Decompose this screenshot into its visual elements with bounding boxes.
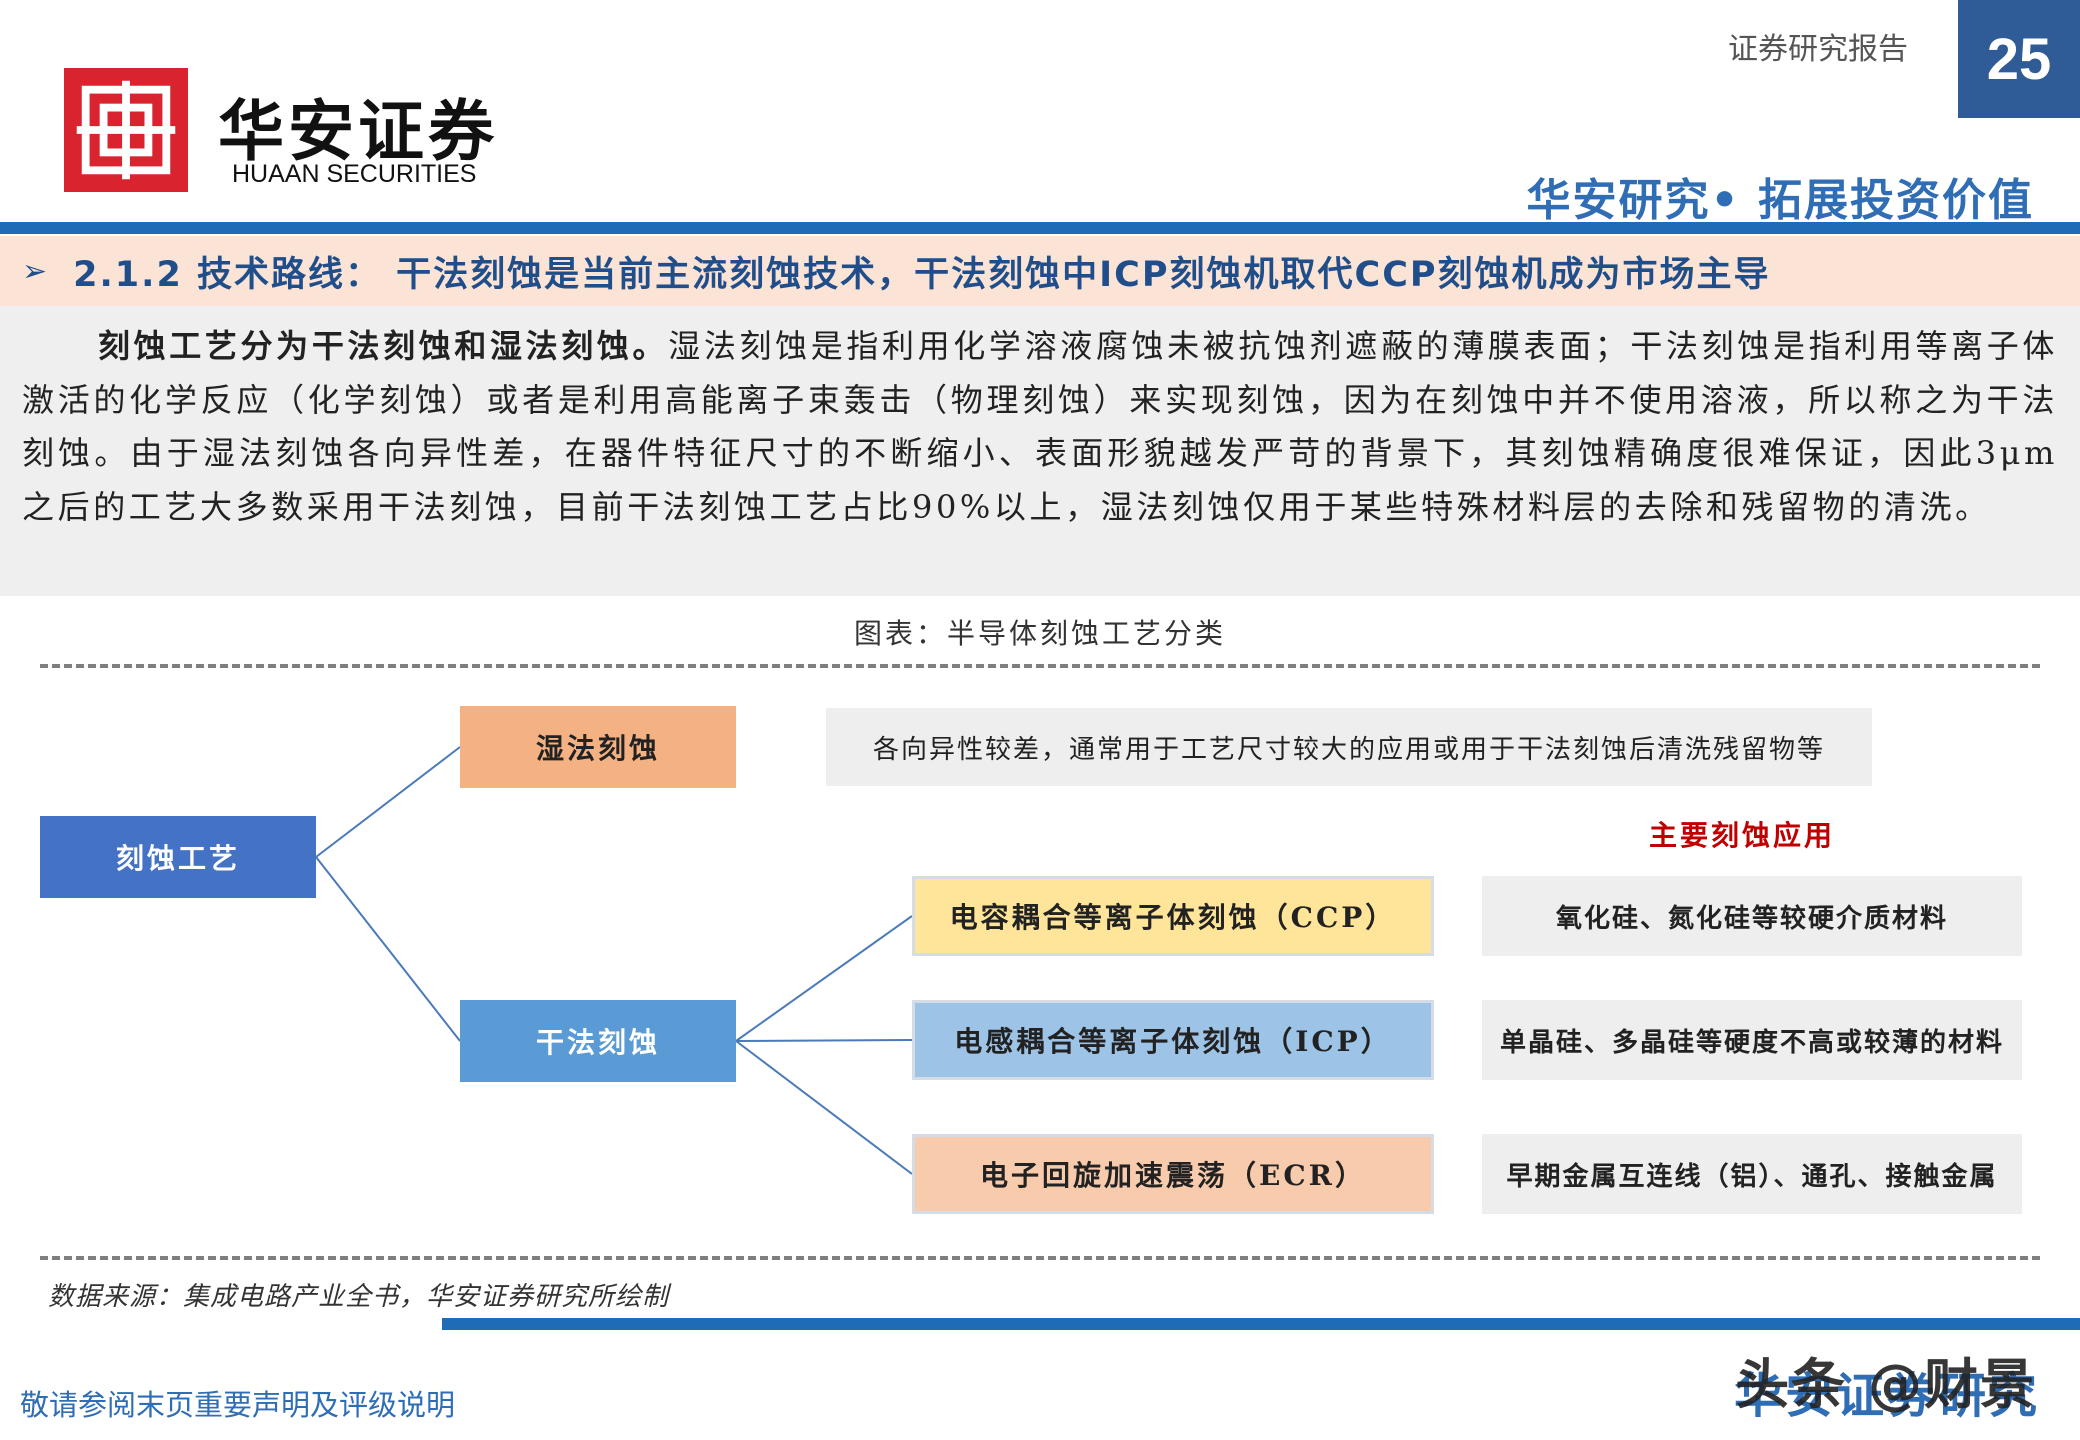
node-dry-etching: 干法刻蚀 [460, 1000, 736, 1082]
body-text: 湿法刻蚀是指利用化学溶液腐蚀未被抗蚀剂遮蔽的薄膜表面；干法刻蚀是指利用等离子体激… [22, 327, 2059, 526]
ecr-application: 早期金属互连线（铝）、通孔、接触金属 [1482, 1134, 2022, 1214]
company-logo [64, 68, 188, 192]
figure-source: 数据来源：集成电路产业全书，华安证券研究所绘制 [48, 1282, 670, 1312]
body-paragraph: 刻蚀工艺分为干法刻蚀和湿法刻蚀。湿法刻蚀是指利用化学溶液腐蚀未被抗蚀剂遮蔽的薄膜… [22, 320, 2058, 534]
page-number: 25 [1958, 0, 2080, 118]
section-title: 2.1.2 技术路线： 干法刻蚀是当前主流刻蚀技术，干法刻蚀中ICP刻蚀机取代C… [73, 254, 1771, 295]
figure-top-divider [40, 664, 2040, 668]
node-ecr: 电子回旋加速震荡（ECR） [912, 1134, 1434, 1214]
section-heading: ➢ 2.1.2 技术路线： 干法刻蚀是当前主流刻蚀技术，干法刻蚀中ICP刻蚀机取… [0, 236, 2080, 306]
node-icp: 电感耦合等离子体刻蚀（ICP） [912, 1000, 1434, 1080]
node-ccp: 电容耦合等离子体刻蚀（CCP） [912, 876, 1434, 956]
logo-emblem-icon [70, 74, 182, 186]
brand-name-cn: 华安证券 [218, 92, 498, 170]
watermark: 头条 @财景 [1735, 1353, 2036, 1416]
figure-title: 图表：半导体刻蚀工艺分类 [853, 617, 1226, 650]
node-wet-etching: 湿法刻蚀 [460, 706, 736, 788]
disclaimer-link[interactable]: 敬请参阅末页重要声明及评级说明 [20, 1388, 456, 1422]
connector-dry-ecr [735, 1040, 913, 1175]
footer-brand: 华安证券研究 [1733, 1368, 2040, 1424]
icp-application: 单晶硅、多晶硅等硬度不高或较薄的材料 [1482, 1000, 2022, 1080]
wet-etching-description: 各向异性较差，通常用于工艺尺寸较大的应用或用于干法刻蚀后清洗残留物等 [826, 708, 1872, 786]
connector-root-dry [315, 856, 461, 1042]
slogan: 华安研究• 拓展投资价值 [1526, 175, 2034, 226]
report-type: 证券研究报告 [1728, 32, 1908, 67]
body-paragraph-box: 刻蚀工艺分为干法刻蚀和湿法刻蚀。湿法刻蚀是指利用化学溶液腐蚀未被抗蚀剂遮蔽的薄膜… [0, 306, 2080, 596]
ccp-application: 氧化硅、氮化硅等较硬介质材料 [1482, 876, 2022, 956]
connector-root-wet [315, 746, 461, 858]
connector-dry-ccp [735, 915, 913, 1042]
footer-divider [442, 1318, 2080, 1330]
brand-name-en: HUAAN SECURITIES [232, 160, 477, 188]
node-etching-process: 刻蚀工艺 [40, 816, 316, 898]
connector-dry-icp [735, 1039, 913, 1042]
arrow-bullet-icon: ➢ [22, 253, 48, 289]
header-divider [0, 222, 2080, 234]
applications-label: 主要刻蚀应用 [1648, 819, 1835, 852]
body-lead: 刻蚀工艺分为干法刻蚀和湿法刻蚀。 [98, 327, 669, 365]
figure-bottom-divider [40, 1256, 2040, 1260]
